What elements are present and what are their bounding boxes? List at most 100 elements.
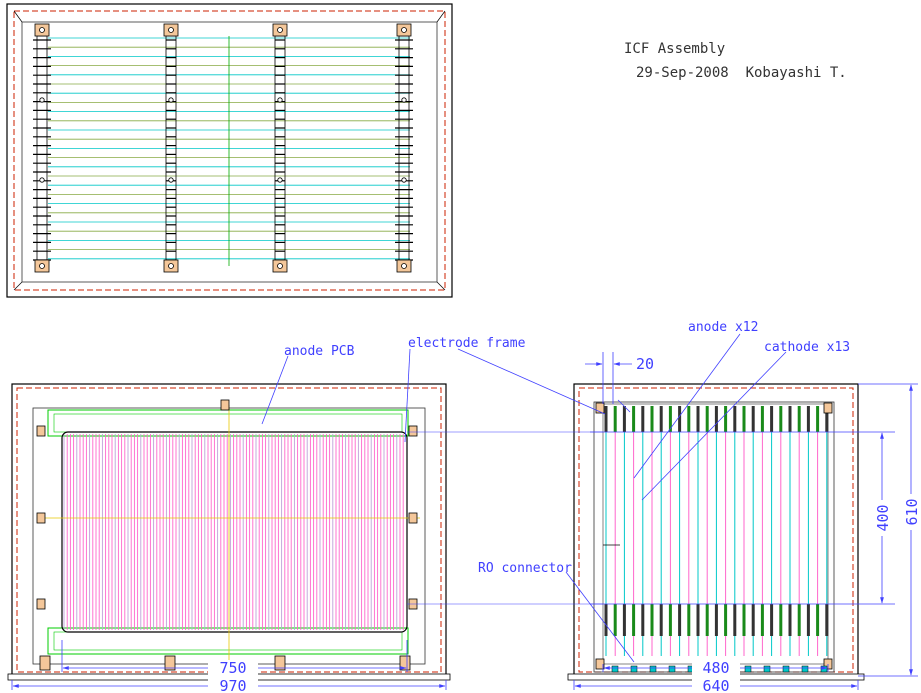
anode-pcb-label: anode PCB bbox=[284, 344, 355, 359]
front-bracket bbox=[220, 399, 230, 411]
ro-connector-label: RO connector bbox=[478, 561, 572, 576]
top-view-inner-frame bbox=[13, 10, 446, 291]
electrode-bottom-holder bbox=[760, 604, 764, 636]
title-block: ICF Assembly 29-Sep-2008 Kobayashi T. bbox=[624, 41, 847, 81]
front-foot bbox=[39, 655, 51, 671]
electrode-top-holder bbox=[632, 406, 636, 432]
electrode-top-holder bbox=[733, 406, 737, 432]
electrode-top-holder bbox=[604, 406, 608, 432]
top-rail-hole bbox=[168, 177, 174, 183]
electrode-top-holder bbox=[779, 406, 783, 432]
side-view bbox=[567, 383, 865, 681]
electrode-top-holder bbox=[613, 406, 617, 432]
top-mount-hole bbox=[277, 263, 283, 269]
electrode-bottom-holder bbox=[733, 604, 737, 636]
front-foot bbox=[399, 655, 411, 671]
ro-connector bbox=[801, 665, 809, 673]
top-rail-hole bbox=[39, 177, 45, 183]
electrode-top-holder bbox=[622, 406, 626, 432]
electrode-bottom-holder bbox=[641, 604, 645, 636]
top-mount-hole bbox=[39, 263, 45, 269]
title-line-2: 29-Sep-2008 Kobayashi T. bbox=[636, 65, 847, 81]
electrode-bottom-holder bbox=[678, 604, 682, 636]
side-bracket bbox=[595, 402, 605, 414]
top-rail-hole bbox=[401, 97, 407, 103]
dim-400-label: 400 bbox=[874, 504, 892, 531]
electrode-bottom-holder bbox=[632, 604, 636, 636]
top-view bbox=[6, 3, 453, 298]
ro-connector bbox=[782, 665, 790, 673]
title-line-1: ICF Assembly bbox=[624, 41, 725, 57]
top-mount-hole bbox=[168, 27, 174, 33]
electrode-top-holder bbox=[770, 406, 774, 432]
callout-labels: anode PCB electrode frame anode x12 cath… bbox=[284, 320, 850, 576]
top-view-outer-frame bbox=[6, 3, 453, 298]
electrode-bottom-holder bbox=[816, 604, 820, 636]
ro-connector bbox=[668, 665, 676, 673]
electrode-top-holder bbox=[678, 406, 682, 432]
top-mount-hole bbox=[401, 263, 407, 269]
electrode-bottom-holder bbox=[724, 604, 728, 636]
dim-480-label: 480 bbox=[702, 659, 729, 677]
front-foot bbox=[274, 655, 286, 671]
top-mount-hole bbox=[39, 27, 45, 33]
front-bracket bbox=[408, 512, 418, 524]
ro-connector bbox=[611, 665, 619, 673]
electrode-top-holder bbox=[742, 406, 746, 432]
top-mount-hole bbox=[401, 27, 407, 33]
electrode-bottom-holder bbox=[668, 604, 672, 636]
electrode-bottom-holder bbox=[650, 604, 654, 636]
electrode-bottom-holder bbox=[751, 604, 755, 636]
electrode-bottom-holder bbox=[696, 604, 700, 636]
side-view-brackets bbox=[595, 402, 833, 670]
electrode-bottom-holder bbox=[659, 604, 663, 636]
electrode-top-holder bbox=[724, 406, 728, 432]
electrode-top-holder bbox=[760, 406, 764, 432]
ro-connector bbox=[630, 665, 638, 673]
electrode-top-holder bbox=[696, 406, 700, 432]
front-bracket bbox=[36, 425, 46, 437]
electrode-bottom-holder bbox=[770, 604, 774, 636]
front-active-area bbox=[61, 431, 408, 633]
top-rail-hole bbox=[401, 177, 407, 183]
front-bracket bbox=[36, 598, 46, 610]
dimensions bbox=[11, 352, 918, 690]
dim-20-label: 20 bbox=[636, 355, 654, 373]
side-view-electrodes bbox=[604, 406, 829, 656]
electrode-top-holder bbox=[714, 406, 718, 432]
electrode-top-holder bbox=[668, 406, 672, 432]
anode-pcb-bottom bbox=[47, 627, 409, 655]
electrode-bottom-holder bbox=[622, 604, 626, 636]
electrode-top-holder bbox=[825, 406, 829, 432]
front-bracket bbox=[36, 512, 46, 524]
electrode-top-holder bbox=[650, 406, 654, 432]
anode-count-label: anode x12 bbox=[688, 320, 758, 335]
top-rail bbox=[36, 35, 48, 267]
top-rail-hole bbox=[168, 97, 174, 103]
electrode-bottom-holder bbox=[613, 604, 617, 636]
dim-640-label: 640 bbox=[702, 677, 729, 693]
electrode-frame-label: electrode frame bbox=[408, 336, 526, 351]
electrode-bottom-holder bbox=[806, 604, 810, 636]
dimension-labels: 750 970 480 640 20 400 610 bbox=[208, 355, 921, 693]
side-bracket bbox=[595, 658, 605, 670]
dim-610-label: 610 bbox=[903, 498, 921, 525]
electrode-bottom-holder bbox=[705, 604, 709, 636]
electrode-top-holder bbox=[659, 406, 663, 432]
electrode-bottom-holder bbox=[825, 604, 829, 636]
top-rail-hole bbox=[277, 97, 283, 103]
ro-connector bbox=[820, 665, 828, 673]
electrode-top-holder bbox=[816, 406, 820, 432]
electrode-bottom-holder bbox=[779, 604, 783, 636]
dim-970-label: 970 bbox=[219, 677, 246, 693]
electrode-top-holder bbox=[788, 406, 792, 432]
top-rail-hole bbox=[277, 177, 283, 183]
electrode-top-holder bbox=[641, 406, 645, 432]
front-view bbox=[7, 383, 451, 681]
electrode-top-holder bbox=[797, 406, 801, 432]
top-mount-hole bbox=[168, 263, 174, 269]
ro-connector bbox=[649, 665, 657, 673]
electrode-bottom-holder bbox=[604, 604, 608, 636]
front-view-wire-plane bbox=[63, 434, 404, 630]
electrode-top-holder bbox=[806, 406, 810, 432]
